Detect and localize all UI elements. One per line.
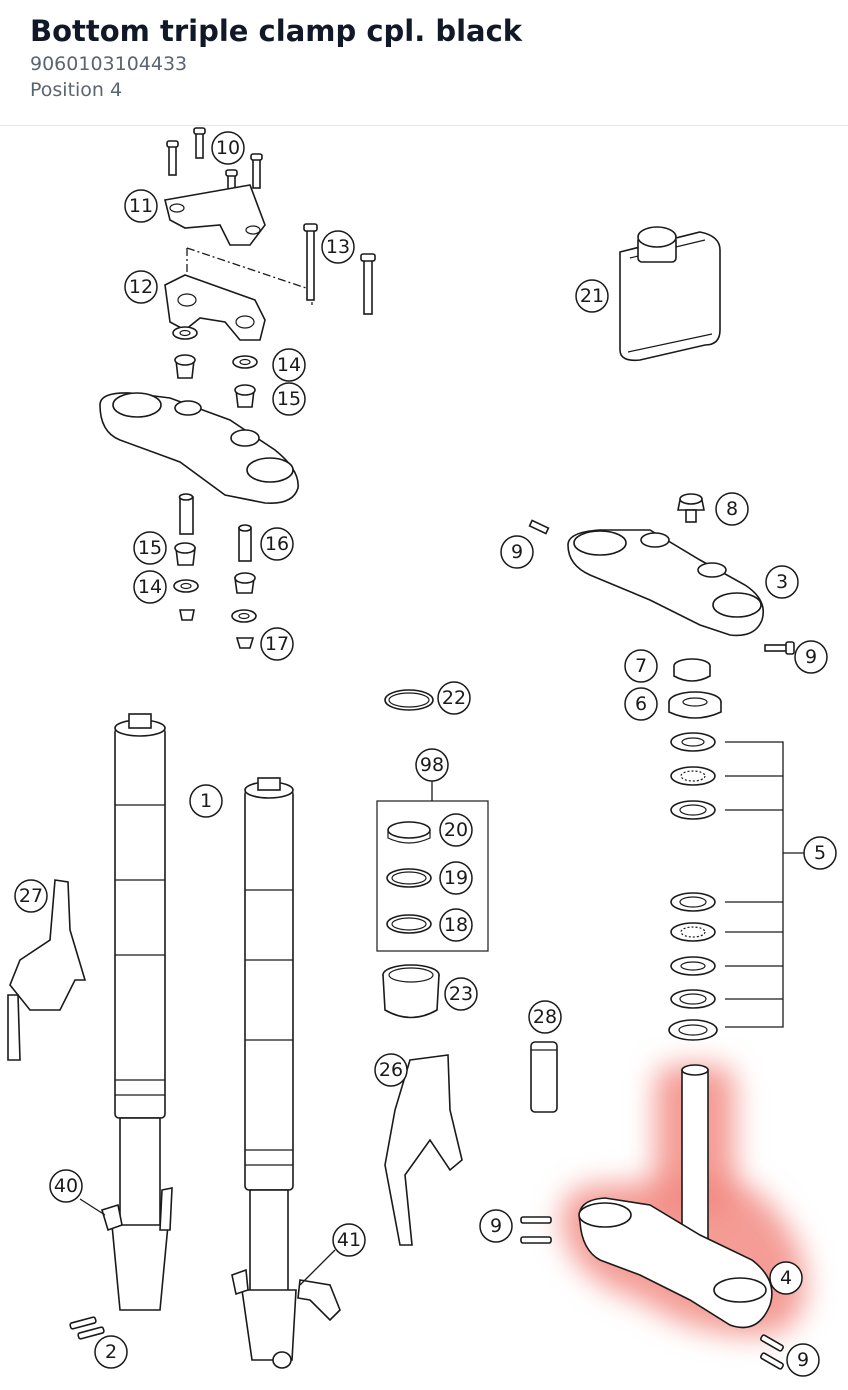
callout-14-upper-label: 14: [277, 354, 301, 376]
callout-13-label: 13: [326, 236, 350, 258]
callout-9-bottom[interactable]: 9: [786, 1343, 820, 1377]
bearing-stack-5: [668, 732, 718, 1041]
callout-22-label: 22: [442, 687, 466, 709]
callout-20-label: 20: [444, 819, 468, 841]
callout-9-lower-left[interactable]: 9: [479, 1209, 513, 1243]
oil-can: [619, 226, 721, 362]
steering-nut-and-bearing: [668, 658, 722, 719]
bracket-5: [725, 741, 805, 1028]
callout-1-label: 1: [200, 790, 212, 812]
fork-guard-27: [7, 879, 87, 1061]
callout-3[interactable]: 3: [765, 565, 799, 599]
leader-lines: [79, 1198, 336, 1286]
callout-15-upper[interactable]: 15: [272, 382, 306, 416]
callout-15-lower-label: 15: [138, 537, 162, 559]
callout-9-upper-label: 9: [511, 541, 523, 563]
callout-11-label: 11: [129, 195, 153, 217]
top-triple-clamp-3: [567, 529, 764, 637]
callout-26[interactable]: 26: [374, 1053, 408, 1087]
callout-41[interactable]: 41: [332, 1223, 366, 1257]
callout-6[interactable]: 6: [624, 687, 658, 721]
callout-17[interactable]: 17: [260, 627, 294, 661]
callout-98[interactable]: 98: [415, 748, 449, 782]
callout-4-label: 4: [780, 1267, 792, 1289]
position-label: Position 4: [30, 79, 123, 101]
callout-21[interactable]: 21: [575, 279, 609, 313]
callout-1[interactable]: 1: [189, 784, 223, 818]
callout-4[interactable]: 4: [769, 1261, 803, 1295]
callout-7-label: 7: [635, 655, 647, 677]
center-bolt-8: [677, 493, 705, 523]
callout-15-upper-label: 15: [277, 388, 301, 410]
fork-leg-1: [101, 713, 173, 1311]
pinch-bolts-9: [528, 519, 795, 655]
callout-41-label: 41: [337, 1229, 361, 1251]
callout-21-label: 21: [580, 285, 604, 307]
callout-40[interactable]: 40: [49, 1169, 83, 1203]
callout-19[interactable]: 19: [439, 861, 473, 895]
washers-bushings-upper: [172, 326, 258, 408]
o-ring-22: [384, 689, 434, 711]
callout-14-lower[interactable]: 14: [133, 570, 167, 604]
callout-16[interactable]: 16: [260, 527, 294, 561]
callout-9-right[interactable]: 9: [794, 640, 828, 674]
callout-9-upper[interactable]: 9: [500, 535, 534, 569]
rubber-pad-28: [530, 1041, 558, 1113]
callout-9-lower-left-label: 9: [490, 1215, 502, 1237]
callout-14-lower-label: 14: [138, 576, 162, 598]
callout-12[interactable]: 12: [124, 270, 158, 304]
page-title: Bottom triple clamp cpl. black: [30, 14, 523, 48]
dust-seal-23: [382, 964, 440, 1019]
callout-40-label: 40: [54, 1175, 78, 1197]
callout-22[interactable]: 22: [437, 681, 471, 715]
callout-18-label: 18: [444, 914, 468, 936]
callout-2-label: 2: [105, 1341, 117, 1363]
callout-2[interactable]: 2: [94, 1335, 128, 1369]
upper-triple-clamp: [99, 392, 299, 505]
callout-9-right-label: 9: [805, 646, 817, 668]
bolts-9-lower: [520, 1216, 784, 1370]
callout-5-label: 5: [814, 842, 826, 864]
handlebar-clamp-top: [164, 184, 266, 246]
callout-15-lower[interactable]: 15: [133, 531, 167, 565]
callout-3-label: 3: [776, 571, 788, 593]
bolts-2: [69, 1316, 105, 1340]
callout-19-label: 19: [444, 867, 468, 889]
callout-12-label: 12: [129, 276, 153, 298]
bottom-triple-clamp-4: [578, 1064, 773, 1329]
callout-23[interactable]: 23: [444, 977, 478, 1011]
bolts-13: [303, 223, 376, 315]
callout-6-label: 6: [635, 693, 647, 715]
callout-23-label: 23: [449, 983, 473, 1005]
callout-27-label: 27: [19, 885, 43, 907]
callout-7[interactable]: 7: [624, 649, 658, 683]
callout-17-label: 17: [265, 633, 289, 655]
callout-8-label: 8: [726, 498, 738, 520]
washers-bushings-lower: [173, 493, 257, 649]
callout-5[interactable]: 5: [803, 836, 837, 870]
part-number: 9060103104433: [30, 53, 188, 75]
callout-8[interactable]: 8: [715, 492, 749, 526]
callout-9-bottom-label: 9: [797, 1349, 809, 1371]
callout-10-label: 10: [216, 137, 240, 159]
callout-18[interactable]: 18: [439, 908, 473, 942]
kit-98-box: [376, 780, 489, 952]
callout-14-upper[interactable]: 14: [272, 348, 306, 382]
callout-16-label: 16: [265, 533, 289, 555]
callout-98-label: 98: [420, 754, 444, 776]
callout-28[interactable]: 28: [528, 1000, 562, 1034]
callout-11[interactable]: 11: [124, 189, 158, 223]
callout-28-label: 28: [533, 1006, 557, 1028]
callout-26-label: 26: [379, 1059, 403, 1081]
fork-guard-26: [384, 1054, 463, 1246]
exploded-parts-diagram: 10 11 13 12 14 15 21 8 9 3 15 16 14 17 9…: [7, 127, 837, 1377]
page-header: Bottom triple clamp cpl. black 906010310…: [0, 0, 848, 126]
fork-leg-41: [231, 777, 341, 1369]
callout-10[interactable]: 10: [211, 131, 245, 165]
callout-20[interactable]: 20: [439, 813, 473, 847]
callout-27[interactable]: 27: [14, 879, 48, 913]
callout-13[interactable]: 13: [321, 230, 355, 264]
